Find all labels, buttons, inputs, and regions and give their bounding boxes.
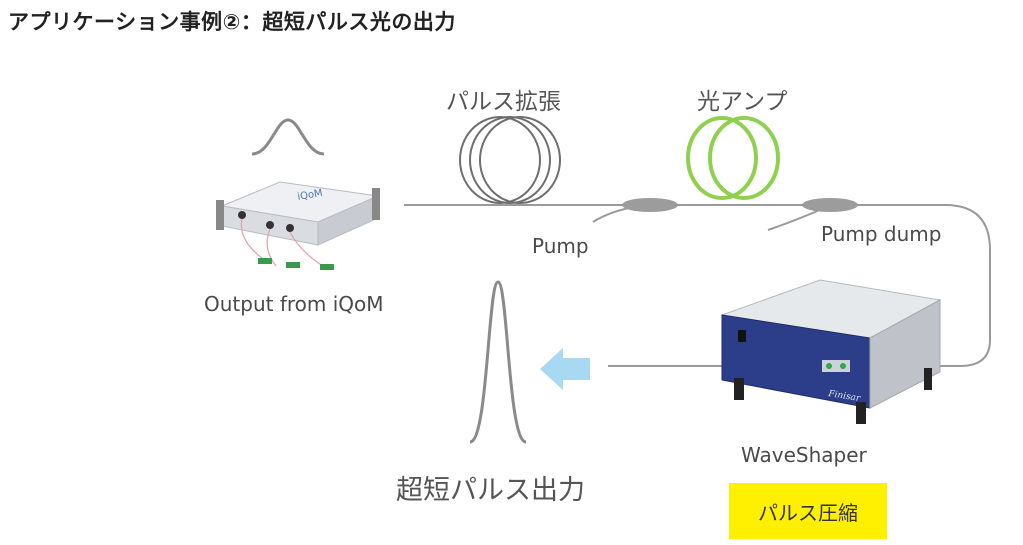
label-optical-amp: 光アンプ [697,89,788,115]
amplifier-fiber-coil [686,116,780,200]
pulse-compression-label: パルス圧縮 [758,500,858,525]
iqom-device [216,181,380,270]
output-arrow [540,348,590,390]
pulse-compression-badge: パルス圧縮 [729,483,887,539]
pump-dump-coupler [802,198,858,212]
label-pump: Pump [532,234,589,258]
iqom-logo: iQoM [297,188,324,203]
label-waveshaper: WaveShaper [741,443,867,467]
label-pump-dump: Pump dump [821,222,942,246]
label-pulse-stretch: パルス拡張 [446,89,561,115]
waveshaper-device [721,279,942,424]
output-pulse-waveform [469,280,527,444]
stretch-fiber-coil [459,116,561,204]
page-title: アプリケーション事例②：超短パルス光の出力 [8,10,456,34]
label-ultrashort-output: 超短パルス出力 [396,475,585,506]
pump-coupler [622,198,678,212]
label-output-from-iqom: Output from iQoM [204,292,384,316]
input-pulse-waveform [251,118,325,156]
fiber-main-line [404,204,991,367]
